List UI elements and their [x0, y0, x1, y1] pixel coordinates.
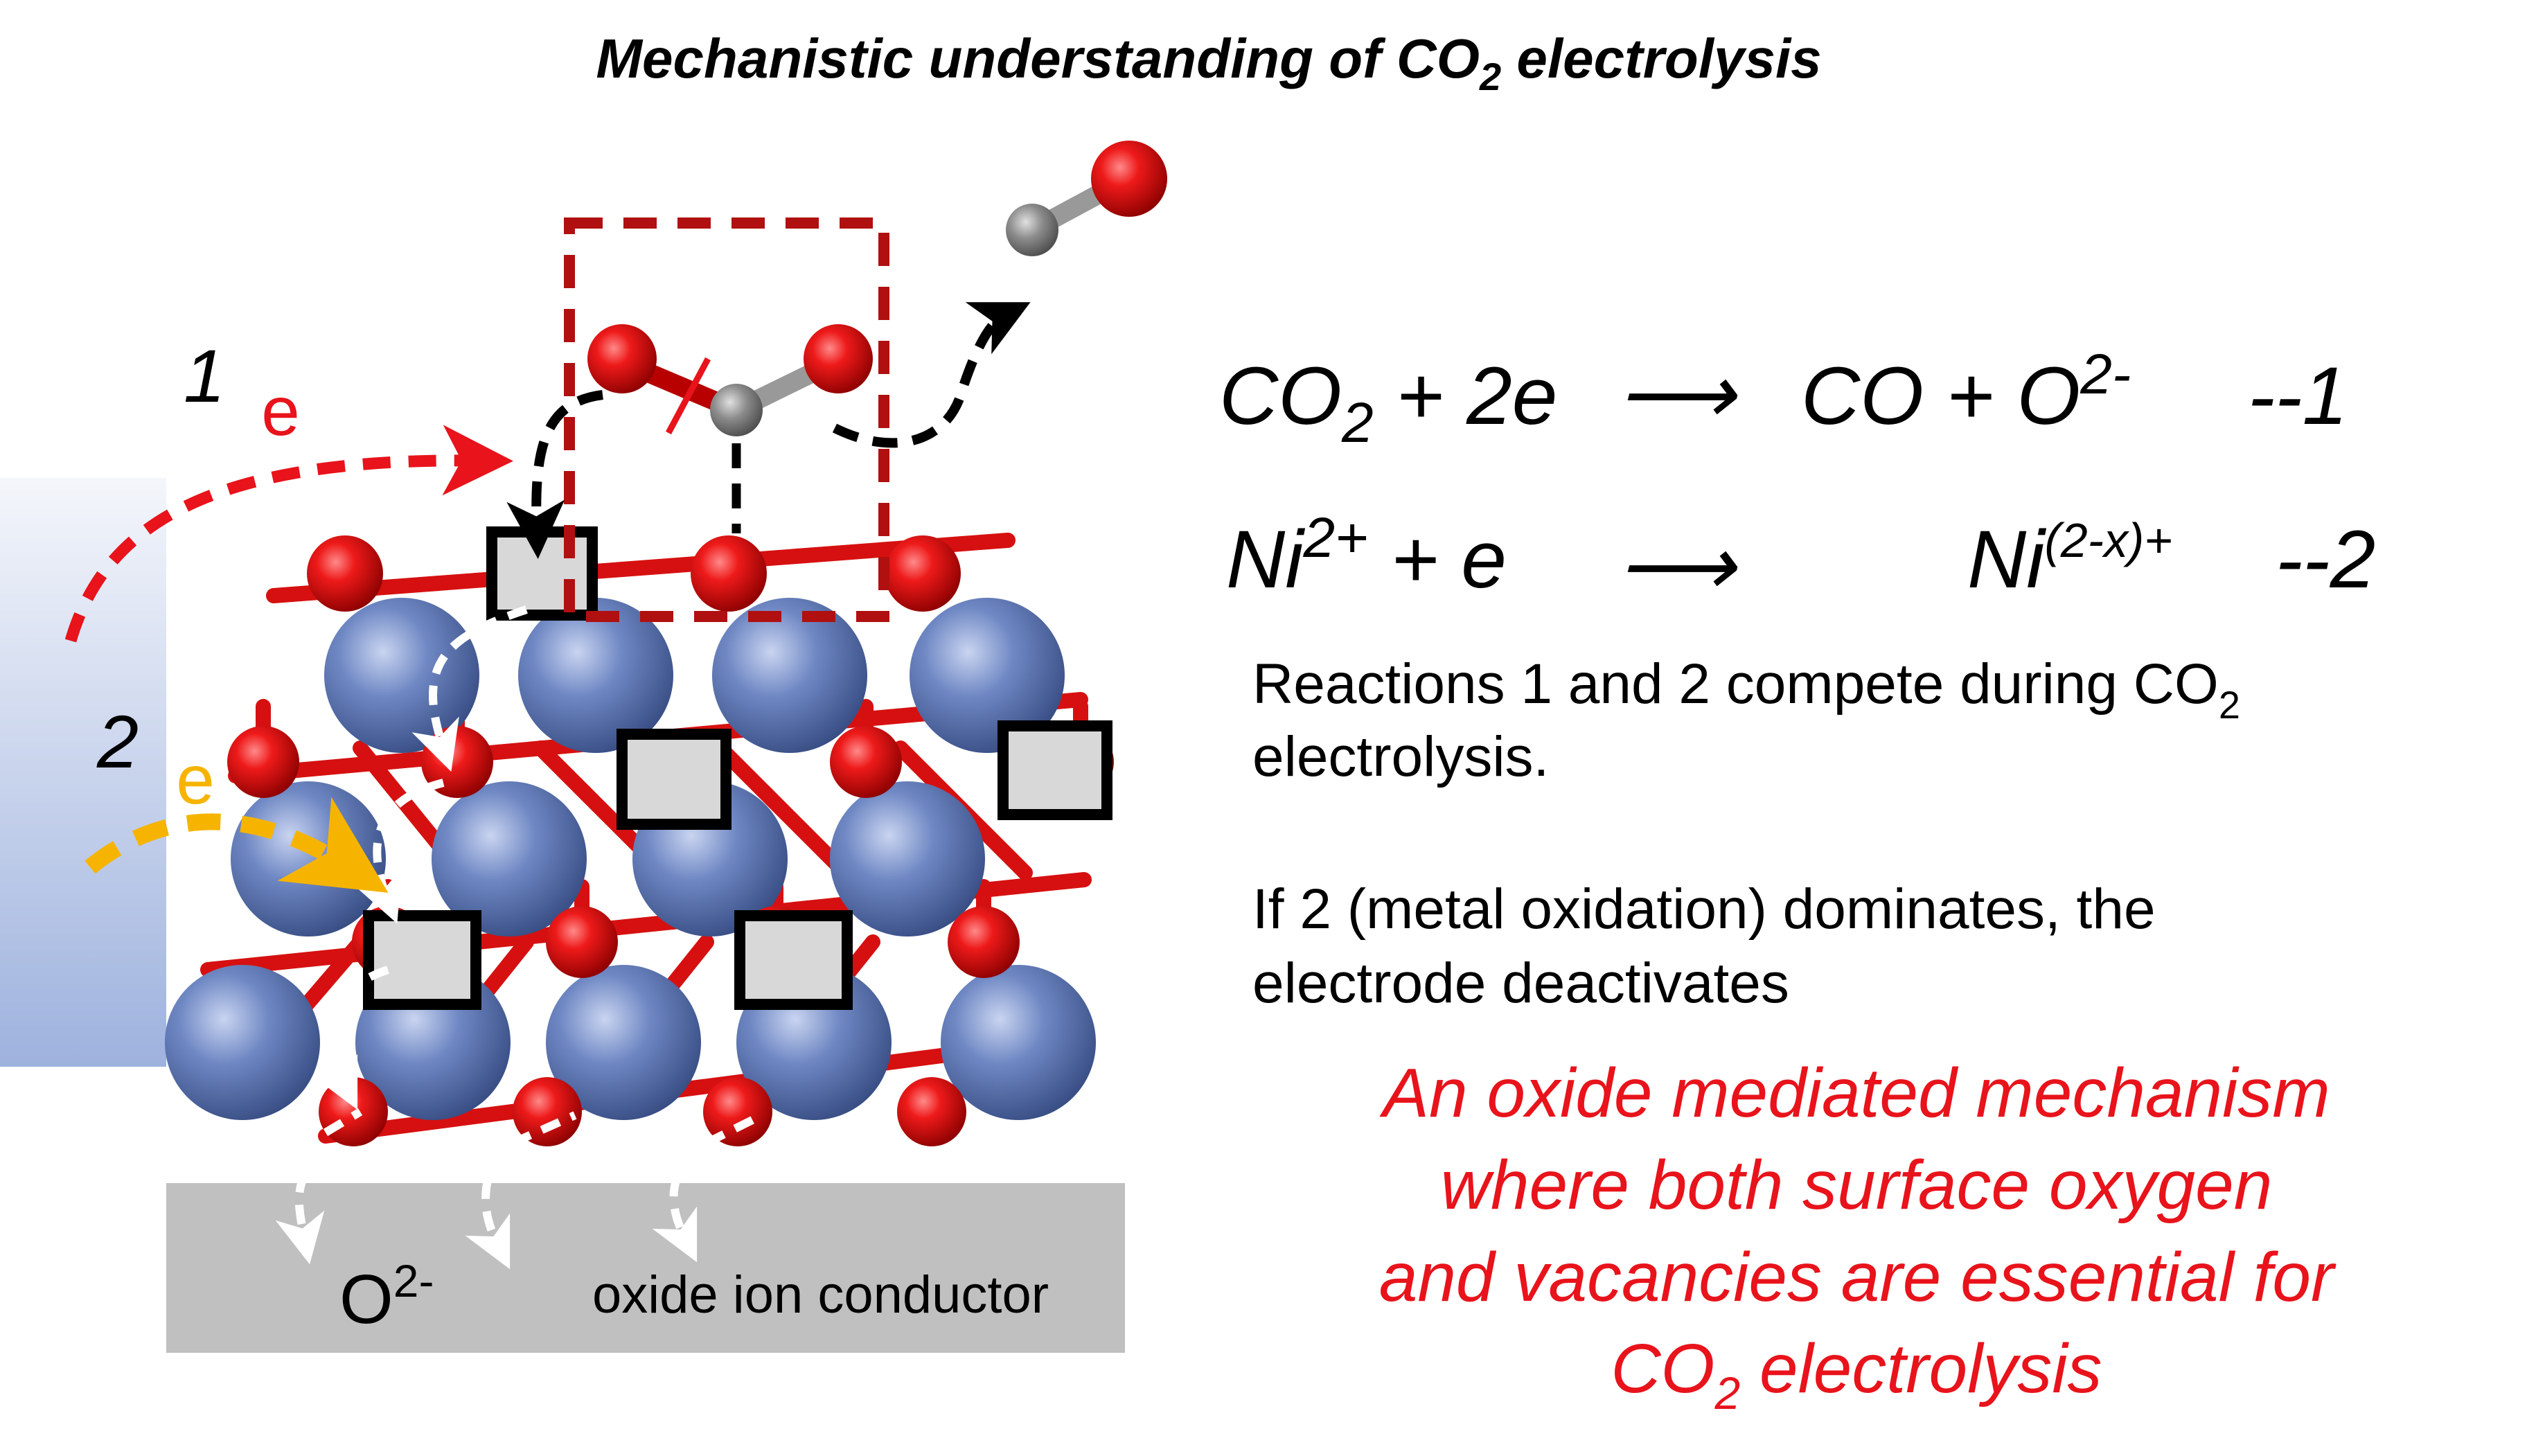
oxygen-vacancy: [363, 910, 481, 1010]
oxide-ion-migration-arrow: [465, 1148, 511, 1270]
conclusion-line1: An oxide mediated mechanism: [1379, 1054, 2330, 1132]
co2-carbon-atom: [710, 384, 763, 436]
nickel-atom: [830, 781, 985, 936]
oxide-ion-migration-line: [511, 1111, 577, 1147]
conclusion-line3: and vacancies are essential for: [1379, 1239, 2337, 1316]
nickel-layer: [165, 598, 1096, 1120]
pathway-2-electron: e: [176, 741, 215, 819]
vacancy-layer: [363, 526, 1112, 1010]
oxygen-atom: [307, 535, 383, 612]
pathway-1-arrow: [64, 425, 513, 643]
conductor-label: oxide ion conductor: [592, 1266, 1049, 1324]
oxide-ion-migration-arrow: [411, 605, 528, 772]
oxygen-atom: [227, 726, 299, 798]
oxide-ion-migration-line: [704, 1111, 764, 1147]
conclusion-line2: where both surface oxygen: [1441, 1146, 2273, 1224]
lattice-bond: [713, 740, 853, 880]
oxygen-atom: [513, 1077, 582, 1146]
pathway-2-arrow: [85, 797, 389, 893]
co-carbon-atom: [1006, 204, 1058, 256]
co-desorption-arrow: [832, 302, 1031, 448]
oxygen-atom: [897, 1077, 966, 1146]
reaction-site-box: [564, 217, 889, 622]
conclusion-line4: CO2 electrolysis: [1611, 1330, 2102, 1419]
nickel-atom: [546, 965, 701, 1120]
oxygen-vacancy: [998, 720, 1112, 820]
nickel-atom: [432, 781, 587, 936]
dominates-text-line1: If 2 (metal oxidation) dominates, the: [1252, 878, 2156, 941]
nickel-atom: [910, 598, 1065, 753]
oxygen-atom: [703, 1077, 772, 1146]
co2-molecule: [587, 324, 873, 436]
oxygen-atom: [830, 726, 902, 798]
oxygen-atom: [546, 906, 618, 978]
equation-2-lhs: Ni2+ + e: [1226, 506, 1507, 605]
equation-2-arrow: ⟶: [1617, 521, 1738, 612]
oxygen-atom: [885, 535, 961, 612]
equation-2-number: --2: [2276, 514, 2375, 605]
equation-1-lhs: CO2 + 2e: [1219, 350, 1557, 454]
pathway-2-label: 2: [96, 700, 139, 783]
compete-text-line2: electrolysis.: [1252, 725, 1549, 788]
nickel-atom: [518, 598, 673, 753]
nickel-atom: [231, 781, 386, 936]
compete-text-line1: Reactions 1 and 2 compete during CO2: [1252, 652, 2240, 727]
title: Mechanistic understanding of CO2 electro…: [596, 28, 1821, 98]
oxygen-vacancy: [486, 526, 598, 621]
electrode: [0, 478, 166, 1067]
equation-1-arrow: ⟶: [1617, 349, 1738, 441]
dominates-text-line2: electrode deactivates: [1252, 952, 1789, 1015]
oxygen-vacancy: [617, 729, 732, 830]
oxygen-atom: [948, 906, 1020, 978]
equation-1-number: --1: [2248, 350, 2348, 442]
oxide-ion-migration-line: [323, 1108, 363, 1137]
oxygen-vacancy: [734, 910, 853, 1010]
oxide-ion-migration-arrow: [275, 1146, 328, 1265]
bond-cleavage-mark: [666, 357, 711, 435]
co2-oxygen-atom: [587, 324, 657, 393]
oxygen-transfer-arrow: [506, 390, 603, 559]
oxide-ion-label: O2-: [339, 1255, 434, 1338]
co2-oxygen-atom: [804, 324, 873, 393]
nickel-atom: [165, 965, 320, 1120]
oxide-ion-migration-arrow: [312, 966, 389, 1110]
oxide-lattice: [165, 526, 1114, 1270]
equation-1-rhs: CO + O2-: [1801, 343, 2131, 442]
co-molecule: [1006, 141, 1167, 256]
oxygen-atom: [691, 535, 767, 612]
nickel-atom: [324, 598, 479, 753]
co-oxygen-atom: [1091, 141, 1167, 217]
oxide-ion-migration-arrow: [652, 1147, 698, 1263]
pathway-1-label: 1: [184, 334, 225, 418]
oxide-ion-conductor: [166, 1183, 1125, 1353]
nickel-atom: [941, 965, 1096, 1120]
lattice-bond: [266, 533, 1016, 603]
nickel-atom: [712, 598, 867, 753]
equation-2-rhs: Ni(2-x)+: [1967, 513, 2172, 605]
pathway-1-electron: e: [261, 373, 300, 450]
